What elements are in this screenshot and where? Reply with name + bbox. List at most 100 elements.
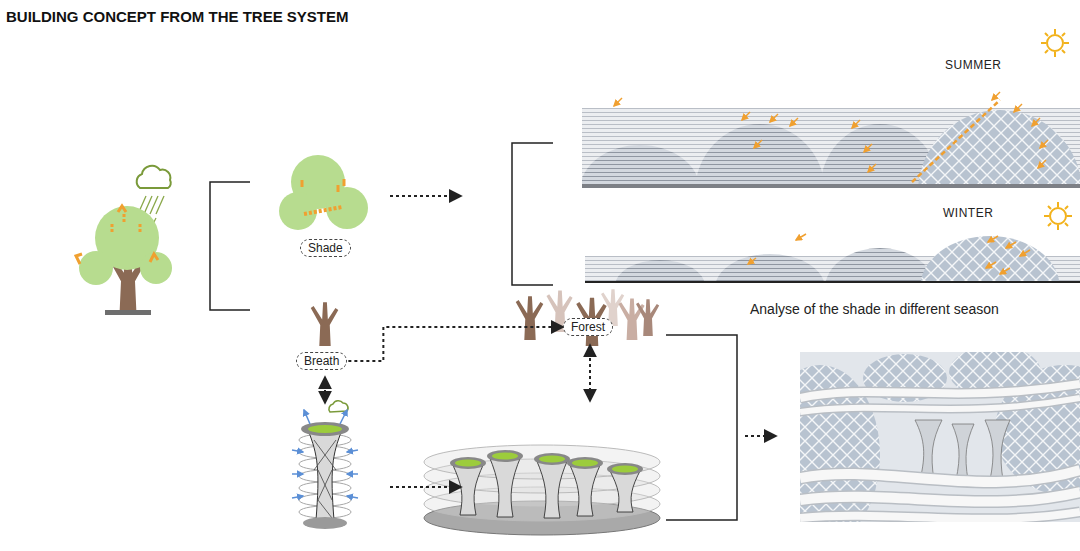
- concept-tag: Shade: [300, 239, 351, 257]
- breathing-tower: [308, 425, 342, 433]
- tower-cluster: [489, 456, 521, 517]
- bracket: [210, 182, 250, 310]
- building-render: [800, 398, 1080, 412]
- breathing-tower: [340, 410, 347, 424]
- sun-rays: [986, 262, 996, 268]
- dashed-arrow: [390, 195, 460, 197]
- building-render: [952, 424, 974, 480]
- building-render: [800, 384, 1080, 398]
- tag-text: Breath: [304, 354, 339, 368]
- sun-rays: [770, 114, 778, 122]
- breathing-tower: [292, 473, 303, 475]
- season-label: SUMMER: [945, 58, 1001, 72]
- sun-rays: [614, 92, 1048, 182]
- summer-section: [695, 124, 825, 188]
- shade-icon: [302, 179, 344, 192]
- winter-section: [920, 236, 1060, 283]
- sun-rays: [796, 234, 806, 240]
- sun-rays: [614, 98, 622, 106]
- breathing-tower: [347, 473, 358, 475]
- breathing-tower: [292, 410, 358, 498]
- building-render: [800, 492, 1080, 502]
- tree-illustration: [137, 166, 171, 188]
- breathing-tower: [308, 430, 342, 520]
- tower-cluster: [569, 463, 601, 516]
- dashed-arrow: [325, 196, 775, 487]
- building-render: [800, 384, 1080, 519]
- sun-rays: [1014, 104, 1022, 112]
- tower-cluster: [487, 450, 523, 462]
- summer-section: [582, 184, 1080, 188]
- summer-section: [582, 145, 700, 188]
- tower-cluster: [424, 445, 660, 521]
- diagram-title: BUILDING CONCEPT FROM THE TREE SYSTEM: [6, 8, 349, 25]
- tower-cluster: [424, 445, 660, 535]
- building-render: [800, 398, 1080, 412]
- shade-icon: [326, 187, 368, 229]
- breathing-tower: [304, 410, 310, 424]
- summer-section: [582, 108, 1080, 188]
- forest-icon: [619, 299, 645, 340]
- sun-rays: [742, 112, 750, 120]
- sun-icon: [1041, 29, 1069, 57]
- tree-illustration: [79, 251, 113, 285]
- tag-text: Forest: [571, 320, 605, 334]
- tree-illustration: [76, 206, 158, 264]
- sun-rays: [1006, 242, 1016, 248]
- concept-tag: Forest: [563, 318, 613, 336]
- tree-illustration: [76, 166, 172, 315]
- building-render: [915, 420, 942, 480]
- sun-rays: [790, 118, 798, 126]
- sun-icon: [1050, 208, 1066, 224]
- building-render: [985, 420, 1010, 480]
- bracket: [512, 143, 553, 285]
- building-render: [800, 384, 1080, 398]
- winter-section: [585, 236, 1080, 283]
- tower-cluster: [536, 459, 568, 518]
- sun-rays: [1020, 250, 1030, 256]
- sun-icon: [1047, 35, 1063, 51]
- tree-illustration: [112, 214, 140, 232]
- sun-rays: [748, 234, 1030, 274]
- sun-rays: [992, 92, 1000, 100]
- dashed-arrow: [390, 486, 460, 488]
- breathing-tower: [292, 450, 303, 452]
- breathing-tower: [292, 496, 303, 498]
- tree-illustration: [156, 196, 164, 214]
- tower-cluster: [455, 460, 481, 467]
- building-render: [800, 512, 1080, 519]
- bracket: [512, 143, 553, 285]
- tower-cluster: [612, 466, 638, 473]
- ground-line: [585, 281, 1080, 283]
- breathing-tower: [329, 401, 348, 412]
- building-render: [800, 492, 1080, 502]
- tower-cluster: [609, 469, 641, 512]
- tower-cluster: [567, 457, 603, 469]
- tower-cluster: [534, 453, 570, 465]
- winter-section: [615, 260, 705, 283]
- tower-cluster: [452, 463, 484, 515]
- dashed-arrow: [589, 346, 591, 400]
- sun-rays: [852, 120, 860, 128]
- forest-icon: [636, 299, 659, 336]
- sun-rays: [912, 100, 1000, 182]
- sun-rays: [1032, 118, 1040, 126]
- building-render: [915, 420, 1010, 480]
- forest-icon: [516, 289, 659, 346]
- bracket: [210, 182, 250, 310]
- bracket: [666, 335, 737, 520]
- winter-section: [825, 248, 935, 283]
- sun-rays: [864, 144, 872, 152]
- breathing-tower: [301, 422, 349, 436]
- breathing-tower: [303, 517, 347, 529]
- bracket: [666, 335, 737, 520]
- shade-icon: [304, 207, 342, 214]
- tree-illustration: [105, 310, 151, 315]
- building-render: [800, 470, 1080, 482]
- sun-rays: [1000, 268, 1010, 274]
- dashed-arrow: [348, 327, 562, 361]
- breathing-tower: [292, 401, 358, 529]
- shade-icon: [279, 155, 368, 230]
